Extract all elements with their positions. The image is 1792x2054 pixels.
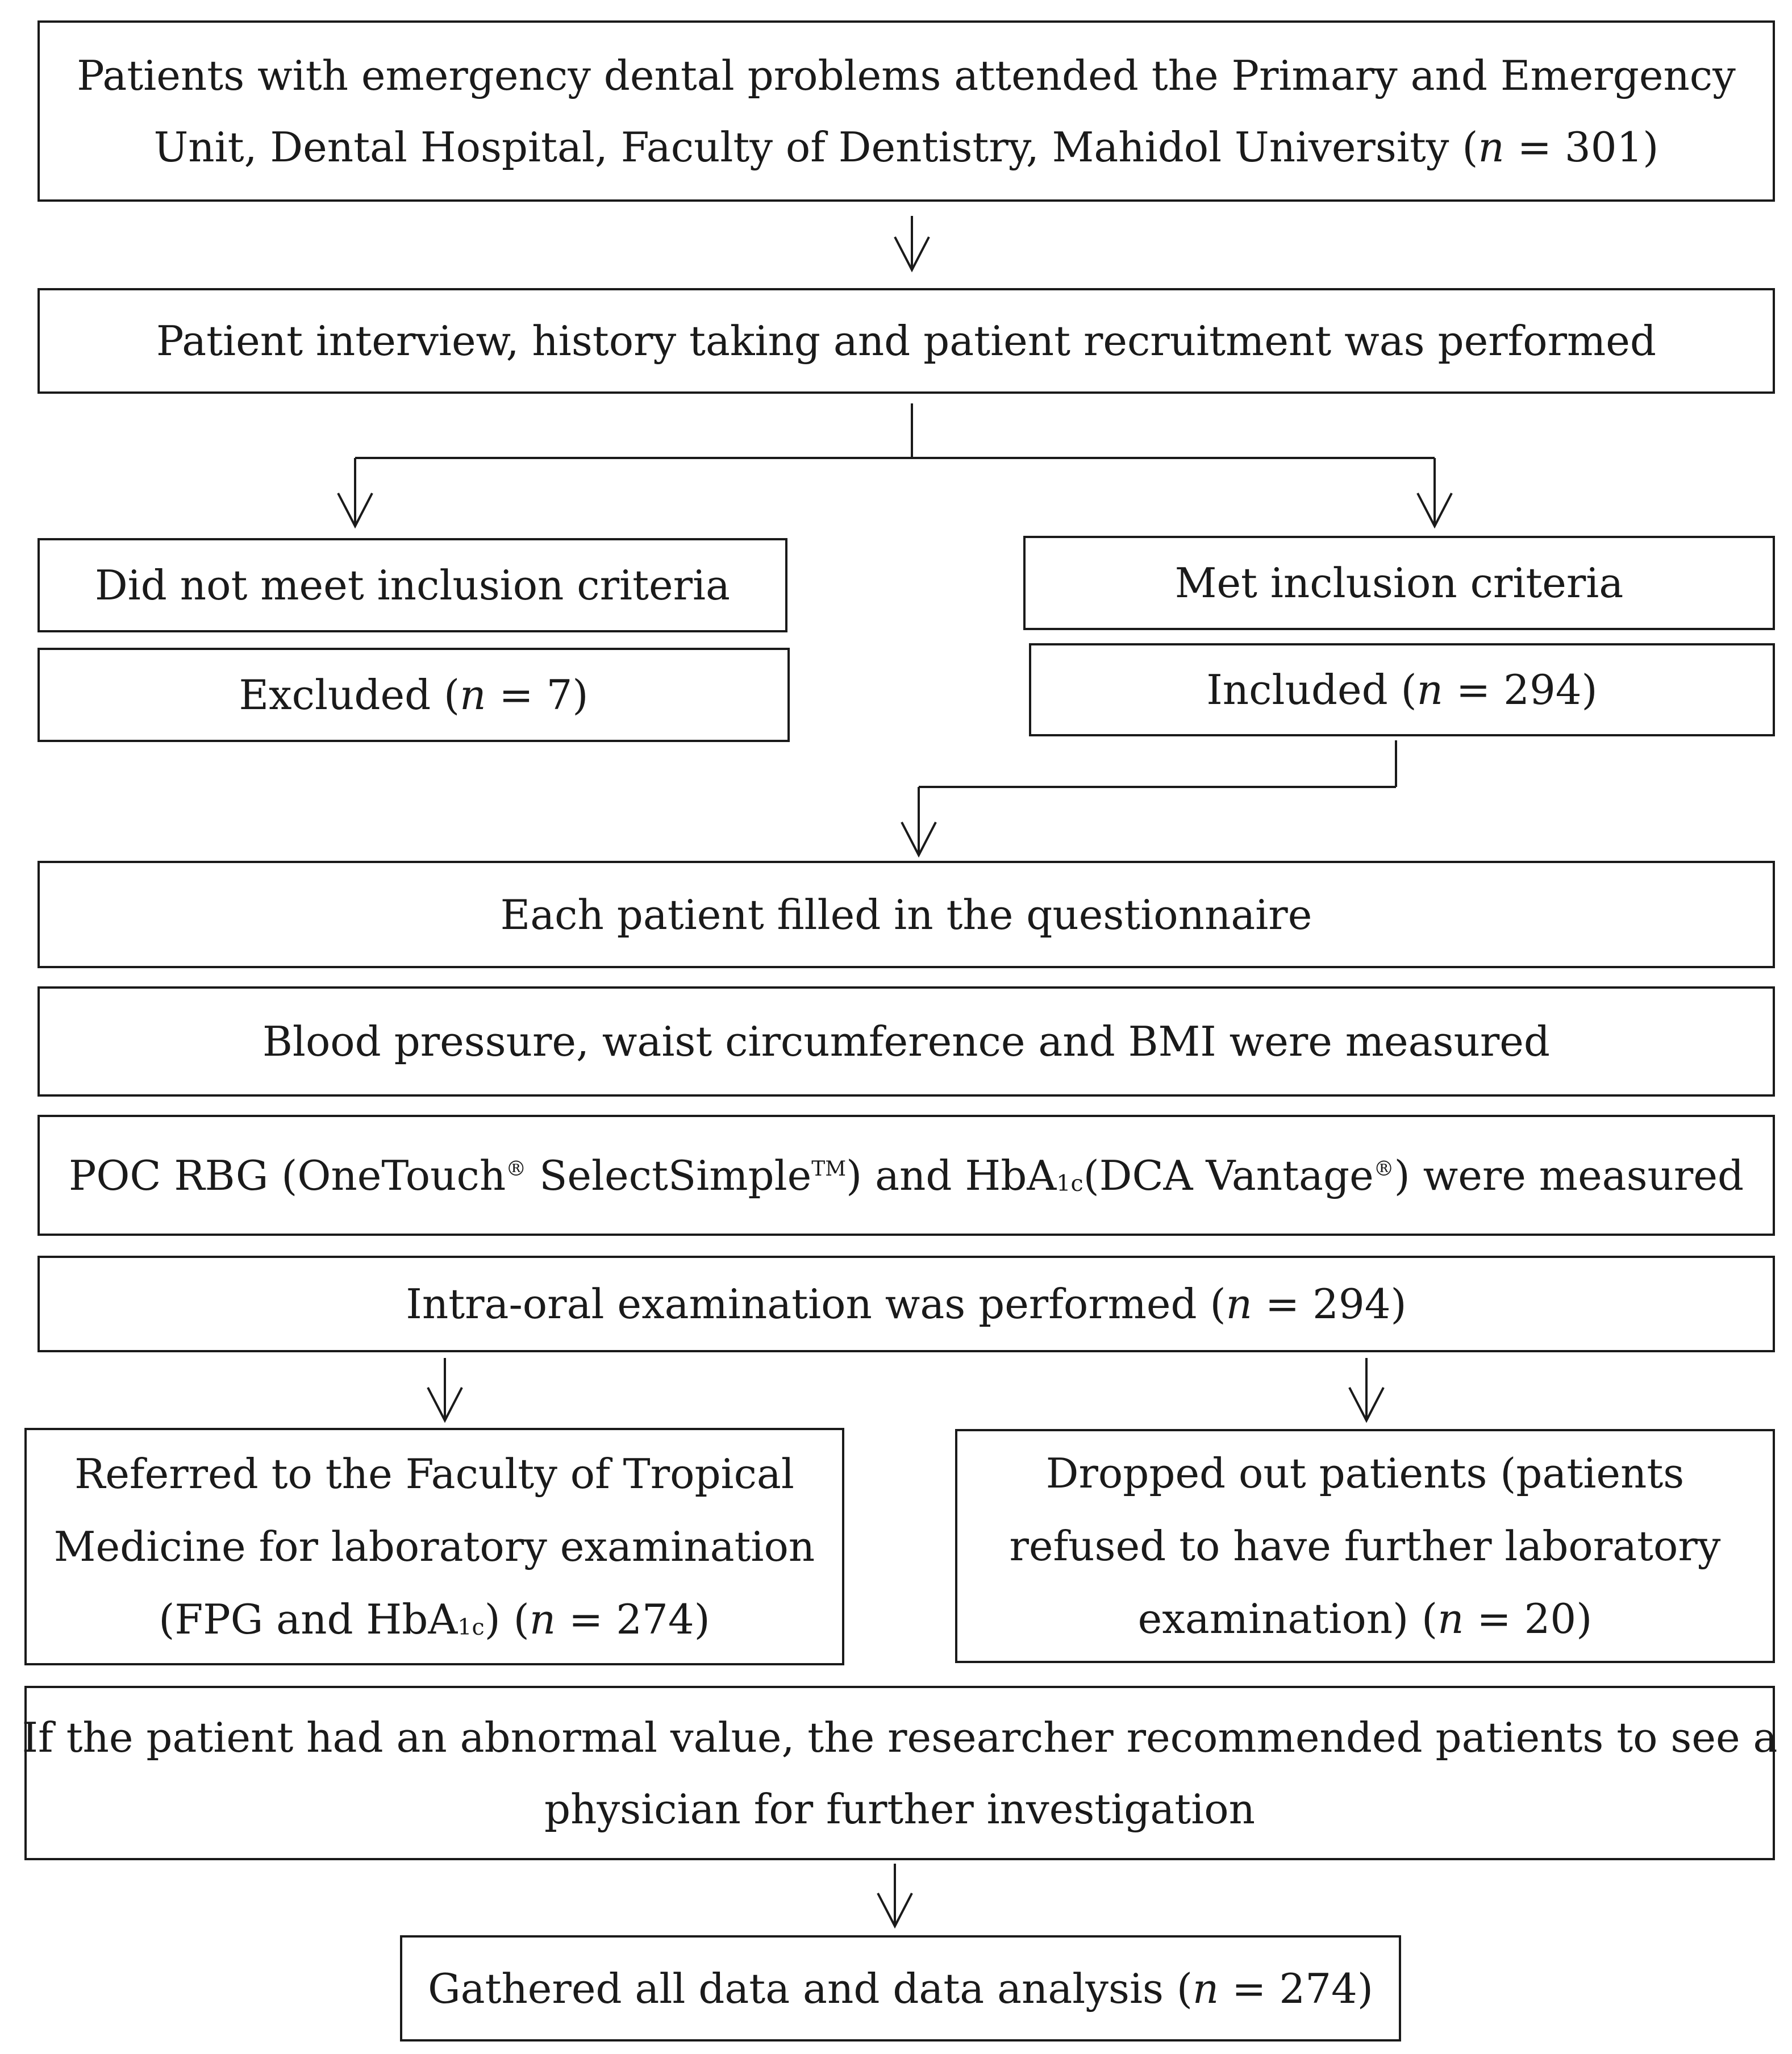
- referred-line-3: (FPG and HbA: [159, 1595, 458, 1644]
- included-text: Included (: [1206, 666, 1417, 714]
- n-value: = 294): [1443, 666, 1598, 714]
- arrow-to-dropped: [1348, 1358, 1385, 1423]
- dropped-box: Dropped out patients (patients refused t…: [955, 1429, 1775, 1663]
- interview-text: Patient interview, history taking and pa…: [156, 317, 1657, 365]
- n-label: n: [1226, 1280, 1252, 1328]
- n-label: n: [460, 671, 486, 719]
- measurements-box: Blood pressure, waist circumference and …: [37, 986, 1775, 1097]
- n-value: = 274): [1219, 1964, 1373, 2013]
- hba1c-subscript: 1c: [457, 1614, 485, 1641]
- not-meet-criteria-box: Did not meet inclusion criteria: [37, 538, 787, 632]
- referred-box: Referred to the Faculty of Tropical Medi…: [24, 1428, 844, 1665]
- poc-part-4: (DCA Vantage: [1083, 1151, 1374, 1199]
- arrow-to-questionnaire: [901, 787, 937, 858]
- gathered-box: Gathered all data and data analysis (n =…: [400, 1935, 1401, 2041]
- n-label: n: [1192, 1964, 1219, 2013]
- patients-attended-box: Patients with emergency dental problems …: [37, 20, 1775, 202]
- referred-line-1: Referred to the Faculty of Tropical: [74, 1449, 794, 1498]
- n-value: = 294): [1252, 1280, 1407, 1328]
- poc-part-2: SelectSimple: [526, 1151, 812, 1199]
- arrow-to-gathered: [877, 1864, 913, 1929]
- registered-mark: ®: [506, 1157, 527, 1181]
- referred-line-2: Medicine for laboratory examination: [53, 1522, 815, 1570]
- dropped-line-1: Dropped out patients (patients: [1045, 1449, 1685, 1497]
- patients-attended-line-2: Unit, Dental Hospital, Faculty of Dentis…: [153, 123, 1478, 171]
- n-label: n: [529, 1595, 556, 1644]
- intraoral-text: Intra-oral examination was performed (: [406, 1280, 1226, 1328]
- not-meet-criteria-text: Did not meet inclusion criteria: [95, 561, 730, 609]
- arrow-to-referred: [427, 1358, 463, 1423]
- poc-part-3: ) and HbA: [846, 1151, 1057, 1199]
- hba1c-subscript: 1c: [1056, 1170, 1083, 1197]
- questionnaire-box: Each patient filled in the questionnaire: [37, 861, 1775, 968]
- referred-line-3-end: ) (: [484, 1595, 530, 1644]
- abnormal-box: If the patient had an abnormal value, th…: [22, 1686, 1778, 1860]
- interview-box: Patient interview, history taking and pa…: [37, 288, 1775, 394]
- n-value: = 20): [1464, 1595, 1593, 1643]
- abnormal-line-1: If the patient had an abnormal value, th…: [22, 1713, 1778, 1761]
- trademark-mark: TM: [811, 1157, 847, 1181]
- intraoral-box: Intra-oral examination was performed (n …: [37, 1256, 1775, 1352]
- excluded-box: Excluded (n = 7): [37, 648, 790, 742]
- n-value: = 7): [486, 671, 589, 719]
- patients-attended-line-1: Patients with emergency dental problems …: [77, 51, 1736, 99]
- gathered-text: Gathered all data and data analysis (: [428, 1964, 1193, 2013]
- questionnaire-text: Each patient filled in the questionnaire: [500, 890, 1312, 939]
- n-label: n: [1416, 666, 1444, 714]
- poc-part-5: ) were measured: [1394, 1151, 1744, 1199]
- poc-box: POC RBG (OneTouch® SelectSimpleTM) and H…: [37, 1115, 1775, 1236]
- met-criteria-box: Met inclusion criteria: [1023, 536, 1775, 630]
- arrow-to-not-meet-criteria: [337, 458, 373, 529]
- n-label: n: [1437, 1595, 1464, 1643]
- dropped-line-2: refused to have further laboratory: [1009, 1522, 1721, 1570]
- poc-part-1: POC RBG (OneTouch: [68, 1151, 506, 1199]
- included-box: Included (n = 294): [1029, 643, 1775, 736]
- n-value: = 274): [556, 1595, 710, 1644]
- dropped-line-3: examination) (: [1137, 1595, 1438, 1643]
- met-criteria-text: Met inclusion criteria: [1174, 559, 1624, 607]
- n-value: = 301): [1504, 123, 1659, 171]
- poc-text: POC RBG (OneTouch® SelectSimpleTM) and H…: [69, 1140, 1744, 1211]
- measurements-text: Blood pressure, waist circumference and …: [262, 1018, 1550, 1065]
- n-label: n: [1478, 123, 1505, 171]
- arrow-attended-to-interview: [894, 216, 930, 273]
- arrow-to-met-criteria: [1416, 458, 1453, 529]
- excluded-text: Excluded (: [239, 671, 460, 719]
- abnormal-line-2: physician for further investigation: [544, 1785, 1255, 1833]
- registered-mark: ®: [1373, 1157, 1394, 1181]
